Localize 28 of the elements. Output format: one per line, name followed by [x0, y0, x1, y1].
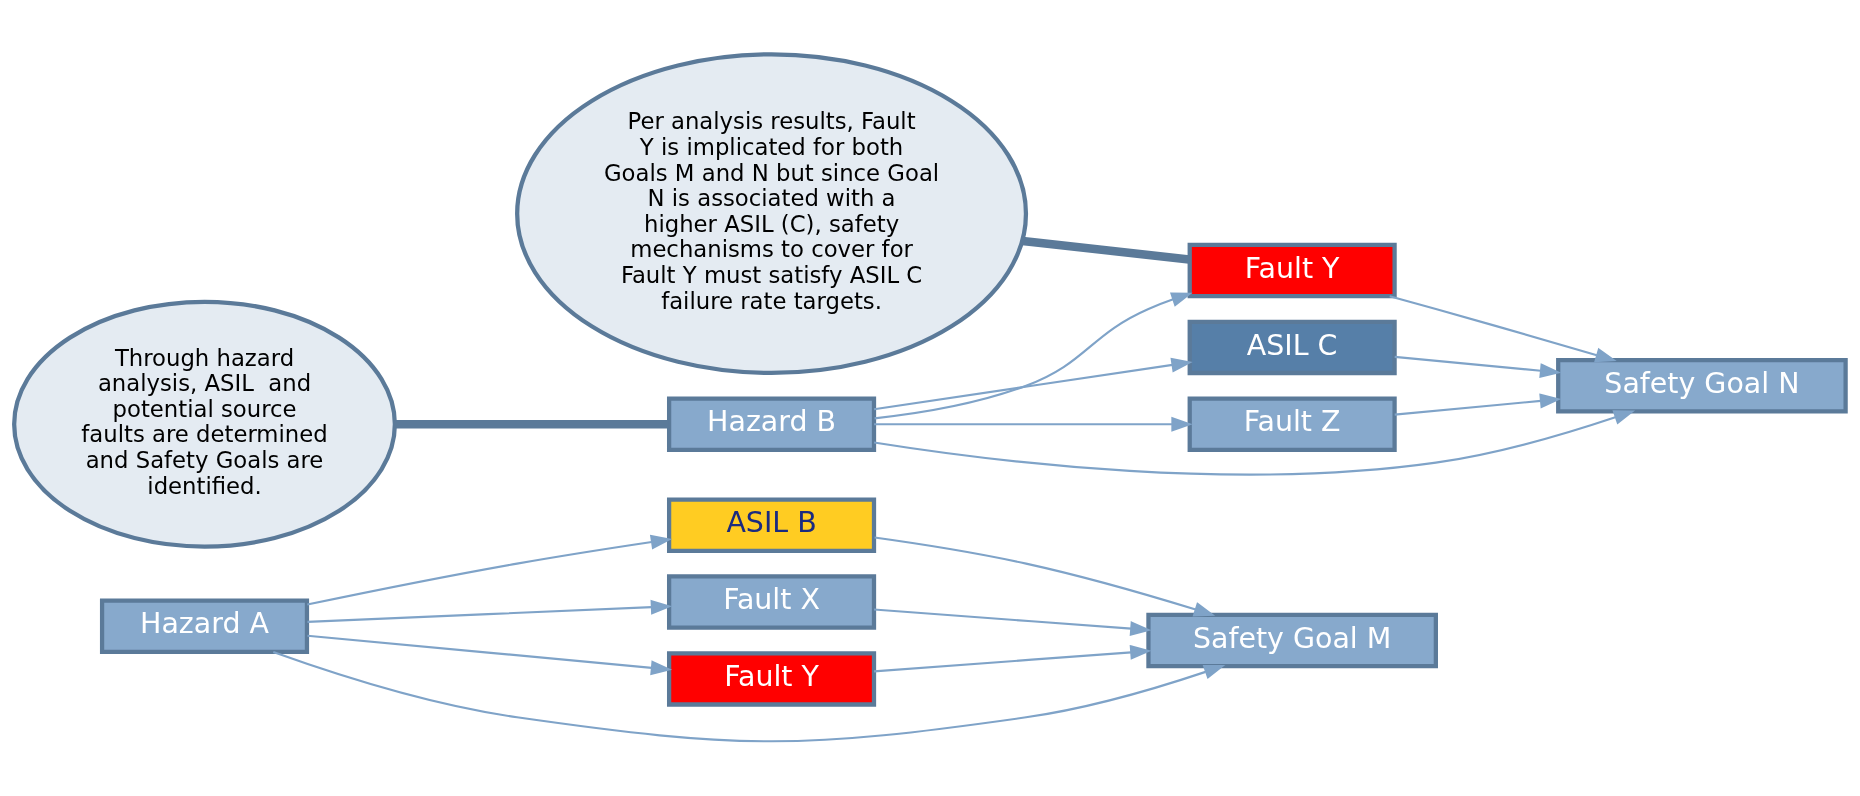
arrow [307, 534, 673, 606]
arrow [1389, 295, 1617, 363]
node-box: Fault Y [1187, 242, 1397, 299]
node-box: Fault Y [667, 651, 877, 707]
node-box: Hazard A [99, 598, 310, 654]
node-ellipse: Through hazard analysis, ASIL and potential source faults are determined and Safety Goals are identified. [12, 299, 397, 549]
node-box: ASIL C [1187, 319, 1397, 376]
connector [1021, 236, 1190, 264]
node-box: Hazard B [667, 396, 877, 452]
arrow [873, 357, 1193, 411]
arrow [1394, 393, 1562, 416]
arrow [874, 292, 1193, 420]
node-box: Fault X [667, 574, 877, 630]
arrow [873, 608, 1152, 636]
node-box: Safety Goal M [1146, 612, 1438, 669]
connector [395, 419, 669, 429]
arrow [873, 644, 1152, 673]
node-box: ASIL B [667, 497, 877, 553]
arrow [272, 651, 1226, 743]
arrow [307, 634, 673, 676]
arrow [874, 536, 1216, 617]
arrow [874, 416, 1193, 432]
node-ellipse: Per analysis results, Fault Y is implicated for both Goals M and N but since Goal N is associated with a higher ASIL (C), safety mechanisms to cover for Fault Y must satisfy ASIL C failure rate targets. [515, 52, 1029, 376]
node-box: Safety Goal N [1556, 358, 1848, 414]
arrow [1394, 355, 1562, 379]
node-box: Fault Z [1187, 396, 1397, 452]
arrow [307, 599, 673, 623]
arrow [873, 410, 1636, 476]
